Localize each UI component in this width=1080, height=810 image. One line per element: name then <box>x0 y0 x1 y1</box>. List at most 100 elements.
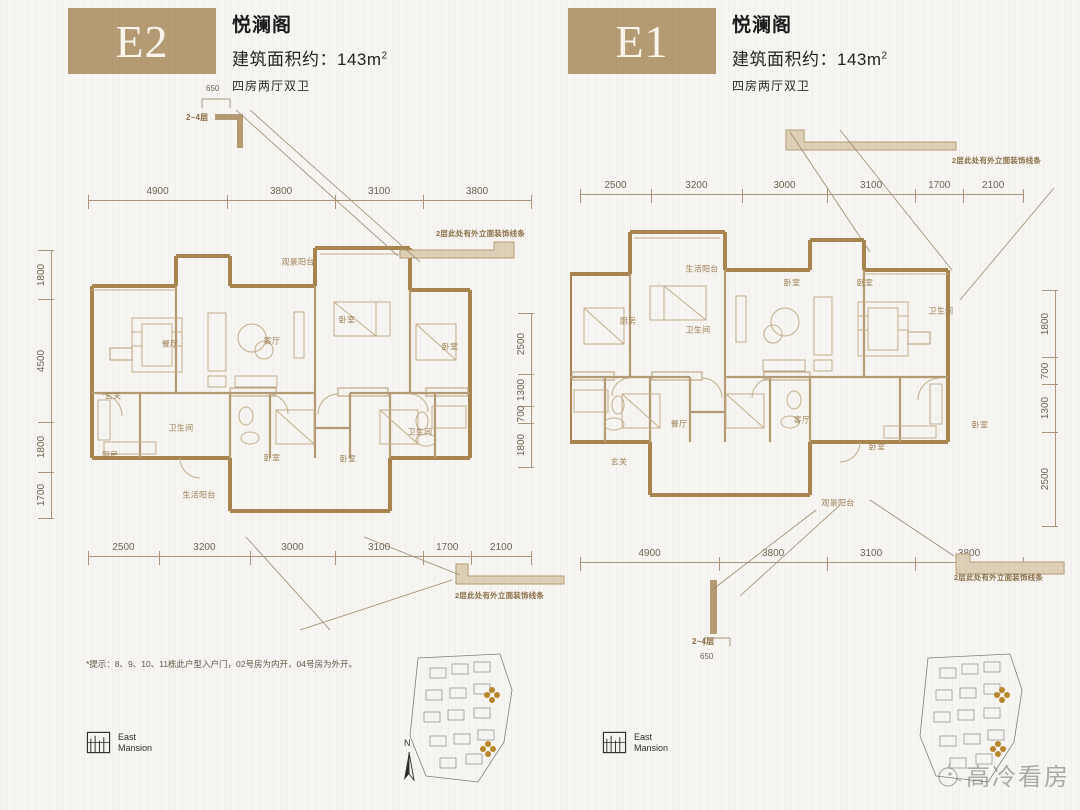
dimension-label: 3000 <box>281 542 304 553</box>
facade-strip-bottom-e1 <box>955 553 1065 575</box>
room-label: 卧室 <box>263 453 281 463</box>
plan-area-e1: 建筑面积约：143m2 <box>732 50 888 69</box>
plan-subtitle-e2: 四房两厅双卫 <box>232 79 311 93</box>
dimension-rule <box>531 313 532 467</box>
callout-detail-e1 <box>703 580 731 646</box>
plan-title-e1: 悦澜阁 <box>732 15 793 36</box>
dimension-tick <box>1042 290 1058 291</box>
plan-header-e1: E1 悦澜阁 建筑面积约：143m2 四房两厅双卫 <box>568 8 888 94</box>
dimension-tick <box>827 557 829 571</box>
room-label: 厨房 <box>619 316 637 326</box>
plan-subtitle-e1: 四房两厅双卫 <box>732 79 811 93</box>
dimension-tick <box>827 189 829 203</box>
dimension-tick <box>915 557 917 571</box>
dimension-tick <box>423 551 425 565</box>
facade-strip-bottom-e2 <box>455 563 565 585</box>
dimension-rule <box>88 200 531 201</box>
dimension-tick <box>1042 432 1058 434</box>
room-label: 卧室 <box>783 278 801 288</box>
dimension-tick <box>531 551 532 565</box>
dimension-tick <box>1042 526 1058 527</box>
logo-line-1: East <box>118 732 137 743</box>
dimension-label: 4900 <box>638 548 661 559</box>
dimension-tick <box>915 189 917 203</box>
dimension-label: 700 <box>1040 362 1051 379</box>
callout-floor-e1: 2~4层 <box>692 637 715 646</box>
dimension-rule <box>51 250 52 518</box>
callout-dim-e1: 650 <box>700 652 714 661</box>
dimension-tick <box>335 551 337 565</box>
watermark-text: 高冷看房 <box>966 765 1070 791</box>
dimension-tick <box>518 374 534 376</box>
room-label: 餐厅 <box>670 419 688 429</box>
dimension-label: 3000 <box>773 180 796 191</box>
facade-strip-top-e1 <box>785 129 957 151</box>
dimension-label: 1800 <box>36 435 47 459</box>
room-label: 卧室 <box>856 278 874 288</box>
room-label: 客厅 <box>793 415 811 425</box>
compass-needle-icon <box>404 751 415 782</box>
plan-header-e2: E2 悦澜阁 建筑面积约：143m2 四房两厅双卫 <box>68 8 388 94</box>
dimension-label: 1700 <box>928 180 951 191</box>
plan-code-e2: E2 <box>115 15 169 67</box>
dimension-label: 3200 <box>193 542 216 553</box>
plan-code-e1: E1 <box>615 15 669 67</box>
dimension-tick <box>38 518 54 519</box>
facade-note-bottom-e2: 2层此处有外立面装饰线条 <box>455 591 545 600</box>
dimension-label: 1700 <box>36 483 47 506</box>
room-label: 餐厅 <box>161 339 179 349</box>
room-label: 卫生间 <box>168 423 194 433</box>
room-label: 观景阳台 <box>821 498 855 508</box>
dimension-label: 1300 <box>1040 396 1051 420</box>
dimension-label: 2500 <box>112 542 135 553</box>
dimension-tick <box>38 299 54 301</box>
dimension-tick <box>471 551 473 565</box>
dimension-tick <box>88 195 89 209</box>
compass-e2: N <box>396 738 422 784</box>
room-label: 观景阳台 <box>281 257 315 267</box>
facade-note-top-e2: 2层此处有外立面装饰线条 <box>436 229 526 238</box>
watermark: 高冷看房 <box>936 757 1070 792</box>
logo-line-2: Mansion <box>634 742 669 753</box>
dimension-rule <box>88 556 531 557</box>
dimension-label: 3100 <box>367 186 391 197</box>
dimension-tick <box>158 551 160 565</box>
dimension-tick <box>531 195 532 209</box>
dimension-tick <box>518 313 534 314</box>
plan-code-badge-e1: E1 <box>568 8 716 74</box>
dimension-tick <box>963 189 965 203</box>
room-label: 卧室 <box>971 420 989 430</box>
dimension-tick <box>580 189 581 203</box>
room-label: 卫生间 <box>407 427 433 437</box>
dimension-tick <box>650 189 652 203</box>
callout-detail-e2 <box>215 114 243 148</box>
facade-strip-top-e2 <box>399 241 515 259</box>
dimension-label: 1700 <box>436 542 459 553</box>
room-label: 卧室 <box>339 454 357 464</box>
dimension-label: 2100 <box>982 180 1005 191</box>
dimension-tick <box>38 250 54 251</box>
callout-dim-e2: 650 <box>206 84 220 93</box>
callout-floor-e2: 2~4层 <box>186 113 209 122</box>
dimension-label: 3100 <box>859 548 883 559</box>
room-label: 卧室 <box>338 315 356 325</box>
brand-logo-e2: East Mansion <box>86 730 152 755</box>
site-key-map-e1 <box>919 653 1023 783</box>
site-key-map-e2 <box>409 653 513 783</box>
watermark-bird-icon <box>938 762 962 787</box>
room-label: 玄关 <box>104 391 122 401</box>
dimension-tick <box>335 195 337 209</box>
dimension-tick <box>88 551 89 565</box>
dimension-label: 3100 <box>859 180 883 191</box>
dimension-rule <box>1055 290 1056 526</box>
dimension-label: 3800 <box>465 186 489 197</box>
room-label: 卫生间 <box>685 325 711 335</box>
dimension-label: 2500 <box>1040 468 1051 491</box>
